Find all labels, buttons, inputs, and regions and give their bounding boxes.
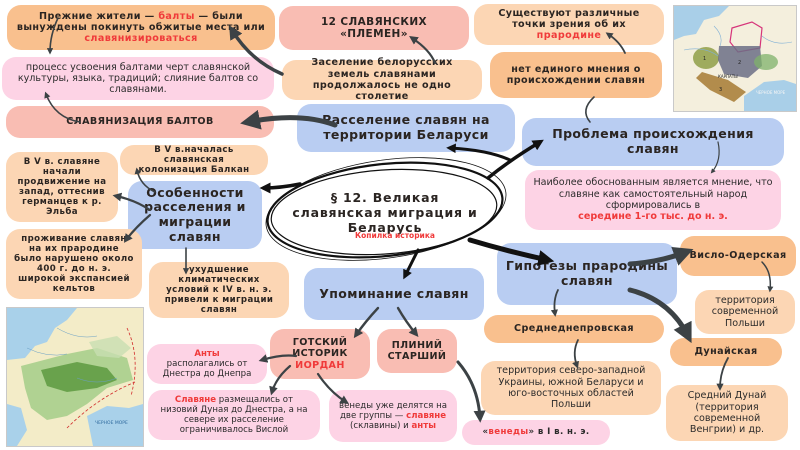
poland-text: территория современной Польши [711,295,779,329]
homeland-map-graphic: 1 2 3 КАРПАТЫ ЧЕРНОЕ МОРЕ [674,6,796,111]
celts-text: проживание славян на их прародине было н… [14,233,134,295]
hypotheses-node: Гипотезы прародины славян [497,243,677,305]
slavs-location-text: Славяне размещались от низовий Дуная до … [160,394,308,436]
balts-process-text: процесс усвоения балтами черт славянской… [17,61,259,96]
vistula-oder-box: Висло-Одерская [680,236,796,276]
veneti-split-box: венеды уже делятся на две группы — славя… [329,390,457,442]
origin-views-text: Существуют различные точки зрения об их … [498,7,640,42]
pliny-label: ПЛИНИЙ СТАРШИЙ [387,339,447,362]
map-zone-2: 2 [738,60,741,66]
origin-grounded-box: Наиболее обоснованным является мнение, ч… [525,170,781,230]
west-advance-box: В V в. славяне начали продвижение на зап… [6,152,118,222]
center-subtitle: Копилка историка [355,231,435,240]
hypotheses-title: Гипотезы прародины славян [505,258,669,288]
settlement-belarus-node: Расселение славян на территории Беларуси [297,104,515,152]
mentions-node: Упоминание славян [304,268,484,320]
migration-features-title: Особенности расселения и миграции славян [144,184,246,244]
center-title: § 12. Великая славянская миграция и Бела… [292,190,478,235]
middle-dnieper-desc-box: территория северо-западной Украины, южно… [481,361,661,415]
west-advance-text: В V в. славяне начали продвижение на зап… [17,156,107,218]
poland-box: территория современной Польши [695,290,795,334]
mentions-title: Упоминание славян [319,285,469,301]
climate-text: ухудшение климатических условий к IV в. … [164,264,274,316]
settlement-continued-text: Заселение белорусских земель славянами п… [311,57,453,103]
origin-problem-node: Проблема происхождения славян [522,118,784,166]
migration-map: ЧЕРНОЕ МОРЕ [6,307,144,447]
slavs-location-box: Славяне размещались от низовий Дуная до … [148,390,320,440]
slavization-label: СЛАВЯНИЗАЦИЯ БАЛТОВ [66,116,214,128]
middle-dnieper-desc: территория северо-западной Украины, южно… [496,365,646,411]
danube-label: Дунайская [694,346,758,358]
middle-dnieper-label: Среднеднепровская [514,323,634,335]
danube-box: Дунайская [670,338,782,366]
celts-box: проживание славян на их прародине было н… [6,229,142,299]
origin-problem-title: Проблема происхождения славян [552,126,754,156]
map-zone-1: 1 [703,56,706,62]
migration-map-graphic: ЧЕРНОЕ МОРЕ [7,308,143,446]
settlement-continued-box: Заселение белорусских земель славянами п… [282,57,482,103]
climate-box: ухудшение климатических условий к IV в. … [149,262,289,318]
vistula-oder-label: Висло-Одерская [689,250,787,262]
tribes-box: 12 СЛАВЯНСКИХ «ПЛЕМЕН» [279,6,469,50]
danube-desc: Средний Дунай (территория современной Ве… [687,390,767,436]
middle-dnieper-box: Среднеднепровская [484,315,664,343]
map-carpathians-label: КАРПАТЫ [718,74,738,79]
balkans-text: В V в.началась славянская колонизация Ба… [138,144,250,176]
tribes-label: 12 СЛАВЯНСКИХ «ПЛЕМЕН» [320,15,428,40]
no-opinion-text: нет единого мнения о происхождении славя… [506,63,646,86]
veneti-split-text: венеды уже делятся на две группы — славя… [339,400,447,432]
danube-desc-box: Средний Дунай (территория современной Ве… [666,385,788,441]
migration-map-sea-label: ЧЕРНОЕ МОРЕ [95,420,128,426]
veneti-box: «венеды» в I в. н. э. [462,420,610,445]
pliny-box: ПЛИНИЙ СТАРШИЙ [377,329,457,373]
settlement-belarus-title: Расселение славян на территории Беларуси [322,112,490,142]
origin-views-box: Существуют различные точки зрения об их … [474,4,664,45]
no-opinion-box: нет единого мнения о происхождении славя… [490,52,662,98]
homeland-map: 1 2 3 КАРПАТЫ ЧЕРНОЕ МОРЕ [673,5,797,112]
origin-grounded-text: Наиболее обоснованным является мнение, ч… [533,177,773,223]
map-sea-label: ЧЕРНОЕ МОРЕ [756,90,786,95]
balts-former-inhabitants-text: Прежние жители — балты — были вынуждены … [16,10,266,45]
map-zone-3: 3 [719,87,722,93]
veneti-text: «венеды» в I в. н. э. [482,427,590,438]
